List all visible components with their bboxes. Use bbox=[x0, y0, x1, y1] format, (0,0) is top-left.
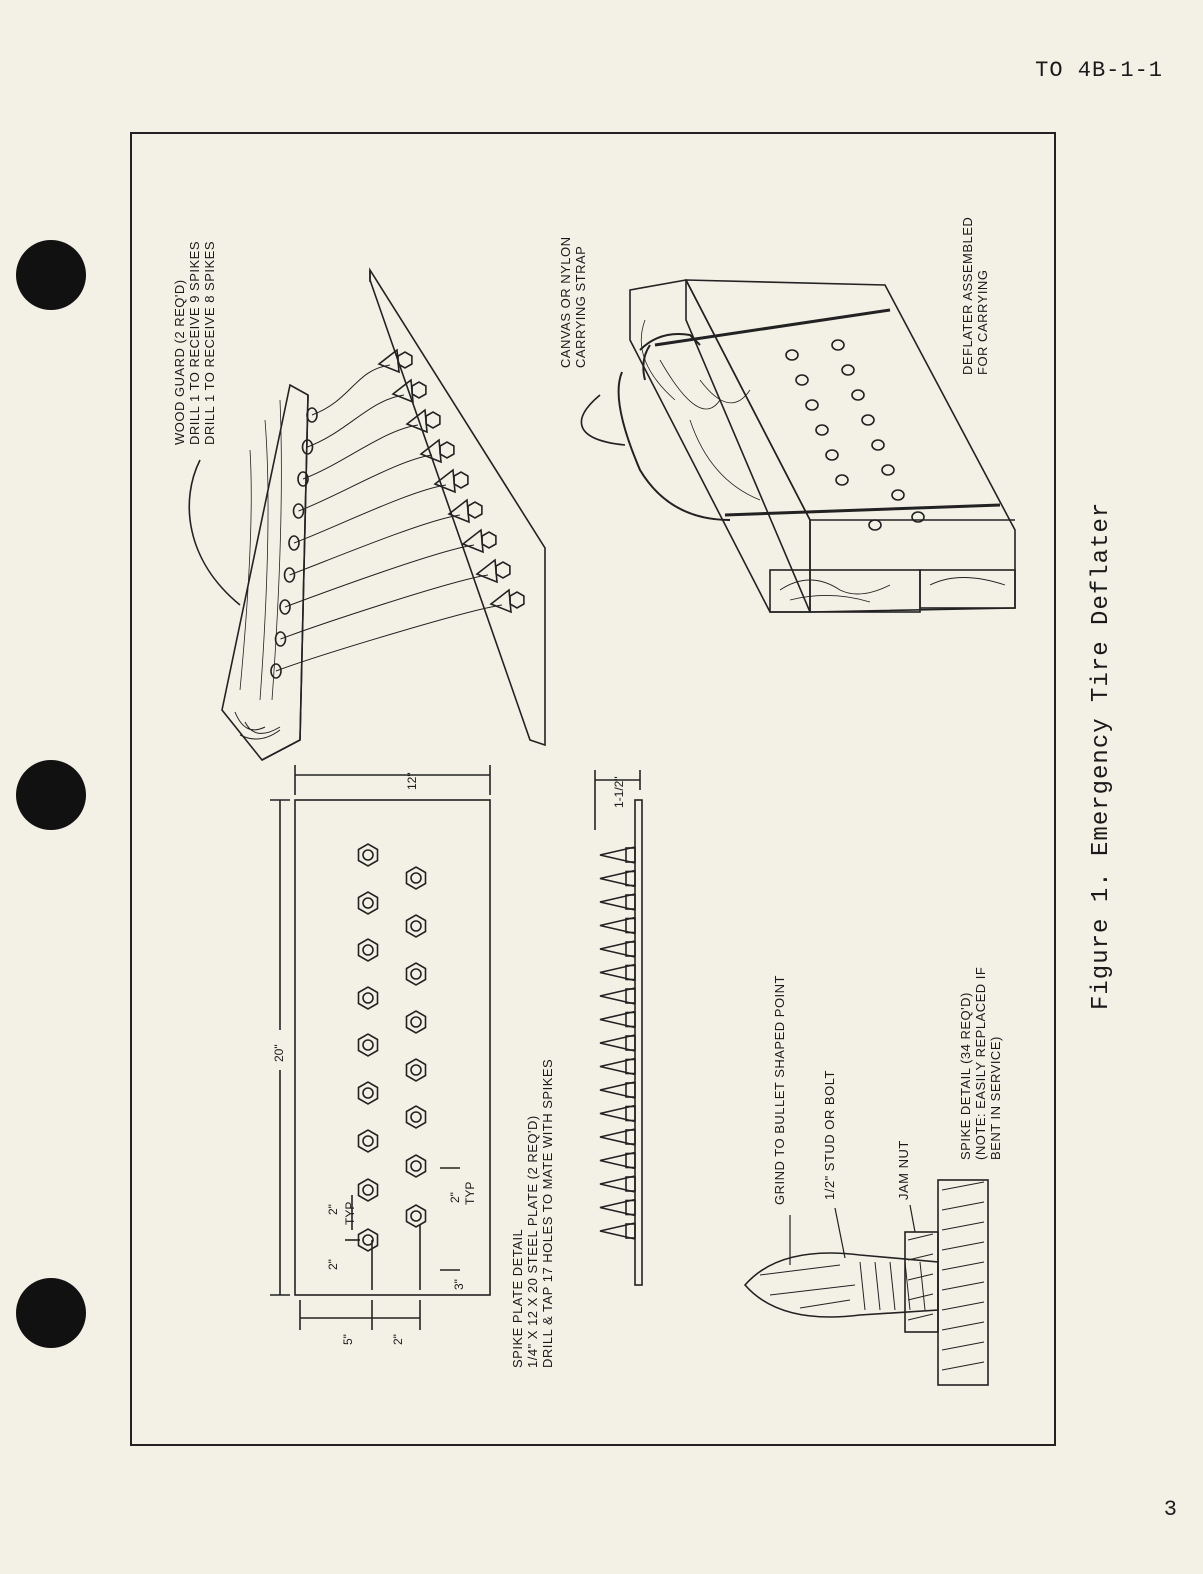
dim-height: 1-1/2" bbox=[612, 776, 626, 808]
dim-typ-2: 2" bbox=[326, 1204, 340, 1215]
dim-typ-b: TYP bbox=[463, 1181, 477, 1205]
stud-label: 1/2" STUD OR BOLT bbox=[822, 1070, 837, 1200]
spike-plate-label: SPIKE PLATE DETAIL 1/4" X 12 X 20 STEEL … bbox=[510, 1058, 555, 1368]
side-spikes bbox=[599, 846, 636, 1240]
strap-leader bbox=[580, 394, 626, 446]
strap-label: CANVAS OR NYLON CARRYING STRAP bbox=[558, 236, 588, 368]
spike-detail-section bbox=[743, 1179, 989, 1386]
wood-guard-leader bbox=[188, 459, 241, 606]
binder-hole bbox=[16, 760, 86, 830]
spike-detail-label: SPIKE DETAIL (34 REQ'D) (NOTE: EASILY RE… bbox=[958, 966, 1003, 1160]
dim-typ: TYP bbox=[343, 1201, 357, 1225]
dim-row-gap: 2" bbox=[391, 1334, 405, 1345]
dim-edge: 5" bbox=[341, 1334, 355, 1345]
binder-hole bbox=[16, 1278, 86, 1348]
dim-offset-3: 3" bbox=[452, 1279, 466, 1290]
dim-offset-2: 2" bbox=[326, 1259, 340, 1270]
assembled-deflater bbox=[617, 279, 1016, 613]
spike-nuts bbox=[357, 843, 427, 1252]
jam-nut-label: JAM NUT bbox=[896, 1140, 911, 1200]
wood-guard-label: WOOD GUARD (2 REQ'D) DRILL 1 TO RECEIVE … bbox=[172, 240, 217, 445]
figure-frame bbox=[130, 132, 1056, 1446]
figure-caption: Figure 1. Emergency Tire Deflater bbox=[1088, 501, 1115, 1010]
page-number: 3 bbox=[1163, 1497, 1177, 1522]
dim-length: 20" bbox=[272, 1044, 286, 1062]
document-number: TO 4B-1-1 bbox=[1035, 58, 1163, 83]
dim-typ-2b: 2" bbox=[448, 1192, 462, 1203]
perspective-spikes bbox=[275, 348, 525, 672]
dim-width: 12" bbox=[405, 772, 419, 790]
plate-side-profile bbox=[634, 799, 643, 1286]
guard-holes bbox=[270, 407, 318, 679]
spike-plate-outline bbox=[294, 799, 491, 1296]
grind-label: GRIND TO BULLET SHAPED POINT bbox=[772, 975, 787, 1205]
assembled-label: DEFLATER ASSEMBLED FOR CARRYING bbox=[960, 216, 990, 375]
binder-hole bbox=[16, 240, 86, 310]
